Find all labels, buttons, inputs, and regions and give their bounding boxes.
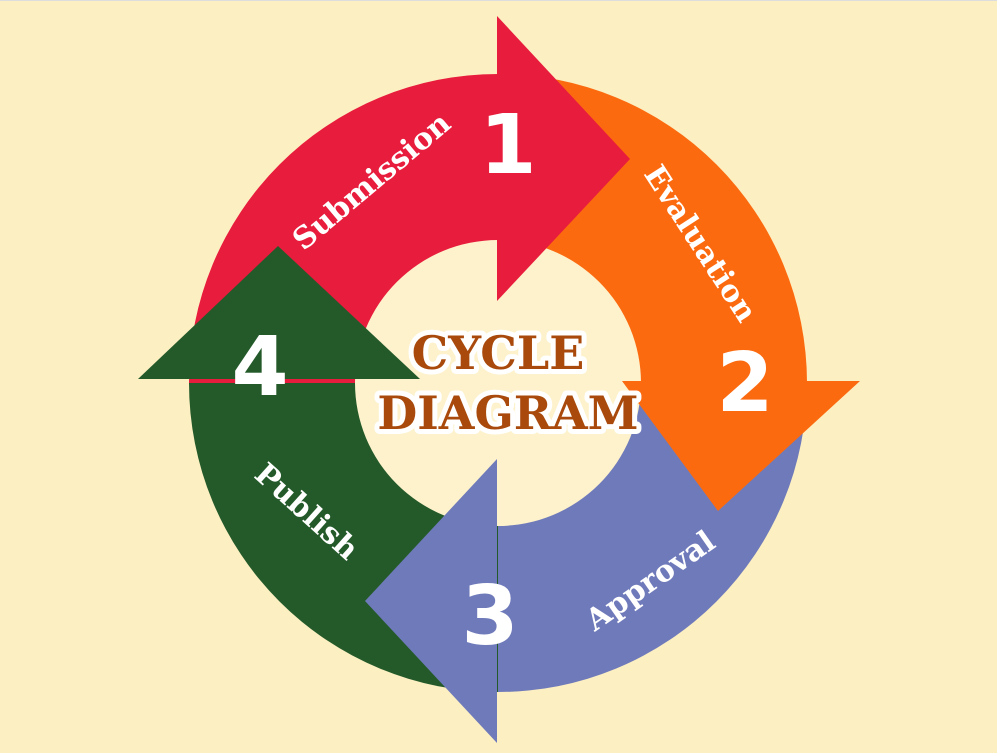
title-line-1: CYCLE — [412, 326, 585, 380]
arrowhead-submission — [497, 16, 630, 301]
arrowhead-publish — [138, 246, 420, 379]
title-line-2: DIAGRAM — [377, 386, 638, 440]
arrowhead-approval — [365, 459, 497, 743]
step-number-4: 4 — [231, 320, 288, 415]
step-number-3: 3 — [461, 569, 518, 664]
step-number-2: 2 — [716, 336, 773, 431]
center-hole — [353, 238, 643, 528]
step-number-1: 1 — [479, 98, 536, 193]
arrowhead-evaluation — [622, 381, 860, 511]
